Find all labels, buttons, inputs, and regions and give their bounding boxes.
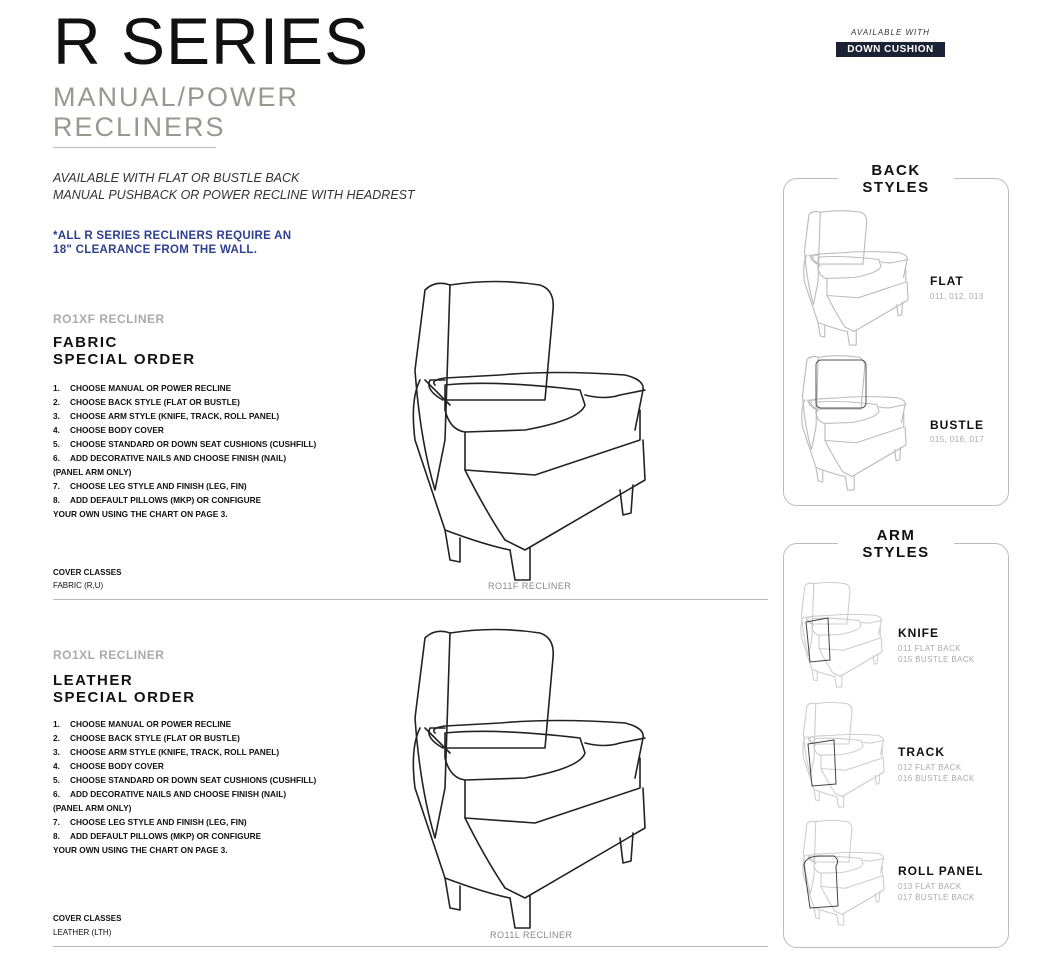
section-code: RO1XF RECLINER	[53, 312, 165, 326]
cover-classes-label: COVER CLASSES	[53, 568, 122, 577]
cover-classes-value: FABRIC (R,U)	[53, 581, 104, 590]
knife-arm-chair-icon	[800, 582, 883, 688]
arm-style-code: 017 BUSTLE BACK	[898, 893, 975, 902]
step: 2.CHOOSE BACK STYLE (FLAT OR BUSTLE)	[53, 397, 240, 407]
intro-line2: MANUAL PUSHBACK OR POWER RECLINE WITH HE…	[53, 188, 415, 202]
steps-list: 1.CHOOSE MANUAL OR POWER RECLINE 2.CHOOS…	[53, 381, 316, 521]
heading-line1: FABRIC	[53, 334, 118, 351]
availability-badge: AVAILABLE WITH DOWN CUSHION	[836, 28, 945, 57]
section-code: RO1XL RECLINER	[53, 648, 165, 662]
heading-line2: SPECIAL ORDER	[53, 351, 196, 368]
arm-style-code: 012 FLAT BACK	[898, 763, 962, 772]
page-title: R SERIES	[53, 4, 370, 78]
illustration-caption: RO11L RECLINER	[490, 930, 573, 940]
fabric-recliner-illustration	[412, 280, 646, 581]
step: 7.CHOOSE LEG STYLE AND FINISH (LEG, FIN)	[53, 817, 247, 827]
subtitle-line2: RECLINERS	[53, 112, 226, 142]
step: 4.CHOOSE BODY COVER	[53, 425, 164, 435]
heading-line1: LEATHER	[53, 672, 134, 689]
step: 4.CHOOSE BODY COVER	[53, 761, 164, 771]
back-style-codes: 011, 012, 013	[930, 292, 984, 301]
intro-line1: AVAILABLE WITH FLAT OR BUSTLE BACK	[53, 171, 300, 185]
step: 1.CHOOSE MANUAL OR POWER RECLINE	[53, 383, 232, 393]
divider	[53, 946, 768, 947]
step: 7.CHOOSE LEG STYLE AND FINISH (LEG, FIN)	[53, 481, 247, 491]
arm-style-code: 011 FLAT BACK	[898, 644, 962, 653]
down-cushion-badge: DOWN CUSHION	[836, 42, 945, 57]
step: 5.CHOOSE STANDARD OR DOWN SEAT CUSHIONS …	[53, 775, 317, 785]
arm-style-code: 015 BUSTLE BACK	[898, 655, 975, 664]
step-continued: YOUR OWN USING THE CHART ON PAGE 3.	[53, 845, 228, 855]
step: 3.CHOOSE ARM STYLE (KNIFE, TRACK, ROLL P…	[53, 411, 280, 421]
steps-list: 1.CHOOSE MANUAL OR POWER RECLINE 2.CHOOS…	[53, 717, 316, 857]
bustle-back-chair-icon	[801, 355, 907, 491]
arm-style-label: TRACK	[898, 745, 945, 759]
step: 2.CHOOSE BACK STYLE (FLAT OR BUSTLE)	[53, 733, 240, 743]
back-style-label: BUSTLE	[930, 418, 984, 432]
illustration-caption: RO11F RECLINER	[488, 581, 572, 591]
arm-style-label: ROLL PANEL	[898, 864, 984, 878]
clearance-note-line2: 18" CLEARANCE FROM THE WALL.	[53, 244, 258, 256]
step: 5.CHOOSE STANDARD OR DOWN SEAT CUSHIONS …	[53, 439, 317, 449]
arm-style-code: 013 FLAT BACK	[898, 882, 962, 891]
subtitle-line1: MANUAL/POWER	[53, 82, 300, 112]
clearance-note-line1: *ALL R SERIES RECLINERS REQUIRE AN	[53, 230, 292, 242]
step: 6.ADD DECORATIVE NAILS AND CHOOSE FINISH…	[53, 789, 287, 799]
flat-back-chair-icon	[803, 210, 909, 346]
step: 8.ADD DEFAULT PILLOWS (MKP) OR CONFIGURE	[53, 831, 262, 841]
cover-classes-label: COVER CLASSES	[53, 914, 122, 923]
heading-line2: SPECIAL ORDER	[53, 689, 196, 706]
step-continued: (PANEL ARM ONLY)	[53, 803, 132, 813]
divider	[53, 599, 768, 600]
back-style-label: FLAT	[930, 274, 964, 288]
divider	[53, 147, 216, 148]
step: 6.ADD DECORATIVE NAILS AND CHOOSE FINISH…	[53, 453, 287, 463]
step: 3.CHOOSE ARM STYLE (KNIFE, TRACK, ROLL P…	[53, 747, 280, 757]
step: 1.CHOOSE MANUAL OR POWER RECLINE	[53, 719, 232, 729]
roll-panel-arm-chair-icon	[802, 820, 885, 926]
back-style-codes: 015, 016, 017	[930, 435, 985, 444]
available-with-label: AVAILABLE WITH	[851, 28, 930, 37]
leather-recliner-illustration	[412, 628, 646, 929]
cover-classes-value: LEATHER (LTH)	[53, 928, 112, 937]
track-arm-chair-icon	[802, 702, 885, 808]
step-continued: (PANEL ARM ONLY)	[53, 467, 132, 477]
arm-style-label: KNIFE	[898, 626, 939, 640]
step-continued: YOUR OWN USING THE CHART ON PAGE 3.	[53, 509, 228, 519]
arm-style-code: 016 BUSTLE BACK	[898, 774, 975, 783]
step: 8.ADD DEFAULT PILLOWS (MKP) OR CONFIGURE	[53, 495, 262, 505]
